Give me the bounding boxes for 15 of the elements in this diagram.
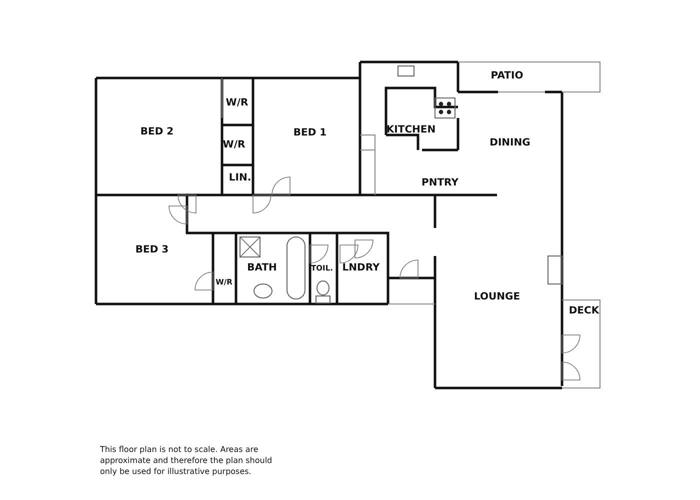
room-label: BED 3 (135, 244, 169, 256)
room-label: LOUNGE (474, 292, 520, 302)
room-label: LIN. (228, 172, 252, 184)
room-label: DINING (490, 138, 530, 148)
room-label: PATIO (490, 70, 524, 82)
room-label: BED 1 (293, 128, 327, 138)
room-label: BATH (247, 262, 277, 274)
room-label: LNDRY (342, 262, 380, 274)
room-label: W/R (226, 98, 248, 108)
room-label: W/R (222, 140, 246, 150)
room-label: DECK (568, 306, 600, 316)
room-label: PNTRY (422, 178, 458, 188)
disclaimer-note: This floor plan is not to scale. Areas are approximate and therefore the plan should only be used for illustrative purposes. (100, 444, 274, 477)
room-label: BED 2 (140, 126, 174, 138)
room-label: KITCHEN (386, 124, 436, 136)
